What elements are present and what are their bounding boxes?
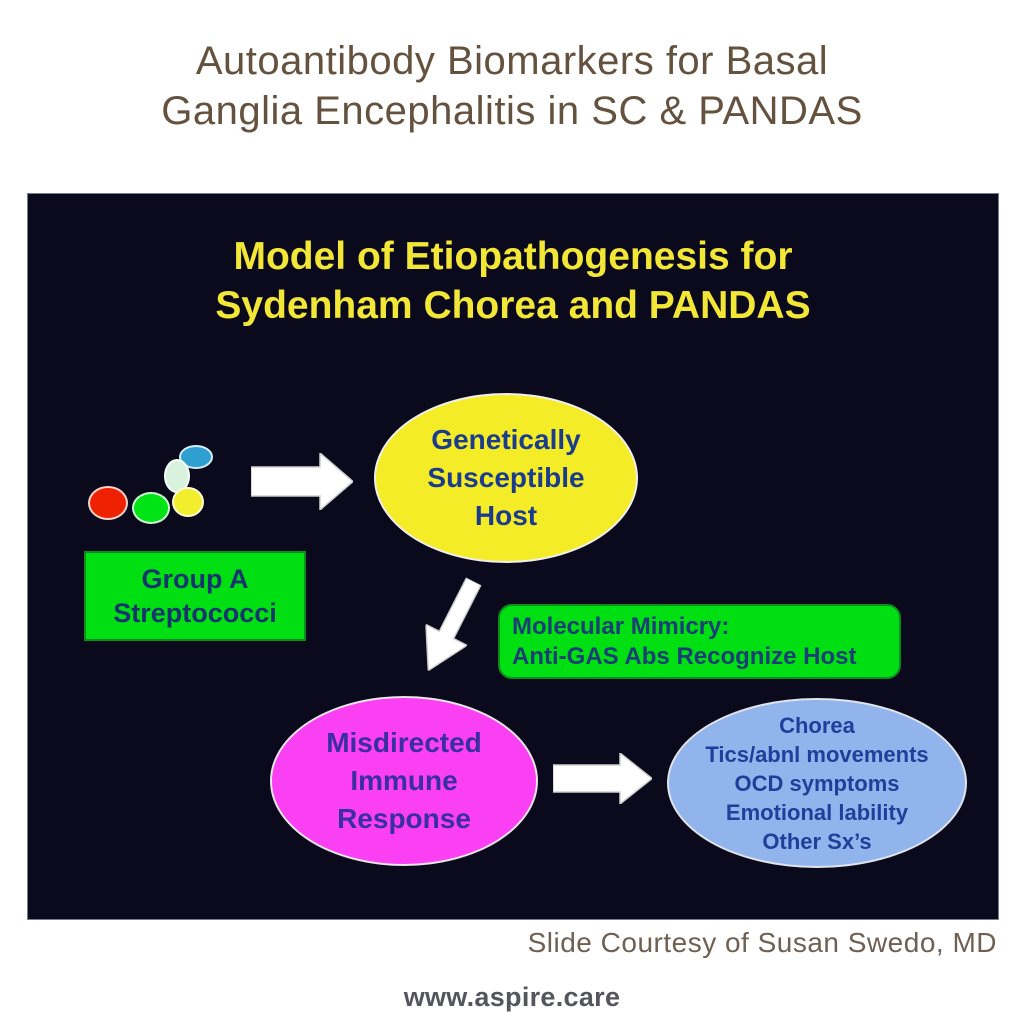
- slide-attribution: Slide Courtesy of Susan Swedo, MD: [527, 927, 997, 958]
- page-title-line-2: Ganglia Encephalitis in SC & PANDAS: [161, 89, 863, 133]
- node-group-a-streptococci: Group A Streptococci: [84, 551, 306, 641]
- symptoms-line-3: OCD symptoms: [734, 770, 900, 796]
- symptoms-line-2: Tics/abnl movements: [705, 741, 929, 767]
- strep-label-line-2: Streptococci: [113, 598, 277, 628]
- arrow-down-left-icon: [408, 571, 494, 681]
- slide-title: Model of Etiopathogenesis for Sydenham C…: [28, 232, 998, 330]
- arrow-right-icon: [251, 453, 353, 510]
- website-url: www.aspire.care: [403, 982, 621, 1012]
- symptoms-line-5: Other Sx’s: [762, 828, 872, 854]
- strep-cell-blue-icon: [179, 445, 213, 469]
- immune-line-2: Immune: [350, 765, 458, 796]
- immune-line-3: Response: [337, 803, 471, 834]
- mimicry-line-2: Anti-GAS Abs Recognize Host: [512, 642, 857, 670]
- node-symptoms: Chorea Tics/abnl movements OCD symptoms …: [667, 698, 967, 868]
- slide-title-line-1: Model of Etiopathogenesis for: [233, 235, 793, 278]
- arrow-right-icon: [553, 753, 652, 804]
- node-host-line-1: Genetically: [431, 424, 581, 455]
- node-host-line-2: Susceptible: [427, 462, 585, 493]
- strep-cell-green-icon: [132, 492, 170, 524]
- mimicry-line-1: Molecular Mimicry:: [512, 612, 730, 640]
- immune-line-1: Misdirected: [326, 727, 482, 758]
- slide-title-line-2: Sydenham Chorea and PANDAS: [215, 284, 811, 327]
- node-misdirected-immune-response: Misdirected Immune Response: [270, 696, 538, 866]
- symptoms-line-4: Emotional lability: [725, 799, 909, 825]
- slide-canvas: Model of Etiopathogenesis for Sydenham C…: [27, 193, 999, 920]
- node-host-line-3: Host: [474, 500, 538, 531]
- node-molecular-mimicry: Molecular Mimicry: Anti-GAS Abs Recogniz…: [498, 604, 901, 679]
- strep-label-line-1: Group A: [141, 564, 249, 594]
- node-genetically-susceptible-host: Genetically Susceptible Host: [374, 393, 638, 563]
- page-title: Autoantibody Biomarkers for Basal Gangli…: [0, 36, 1024, 136]
- symptoms-line-1: Chorea: [779, 712, 855, 738]
- page-title-line-1: Autoantibody Biomarkers for Basal: [195, 39, 829, 83]
- strep-cell-red-icon: [88, 486, 128, 520]
- strep-cell-yellow-icon: [172, 487, 204, 517]
